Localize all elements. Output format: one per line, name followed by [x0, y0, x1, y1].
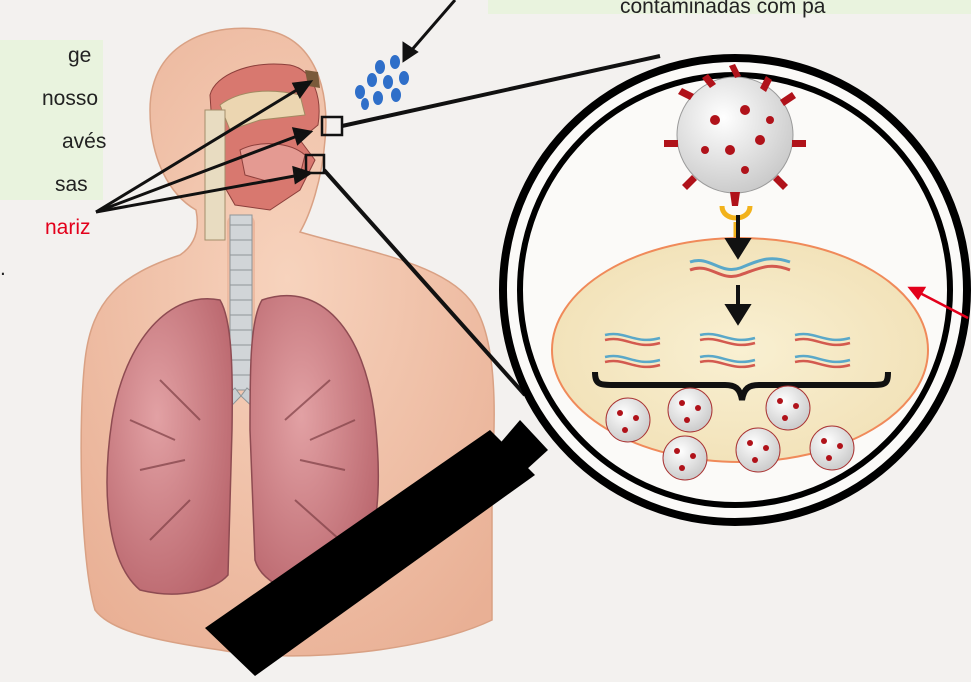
droplets-icon — [355, 55, 409, 110]
